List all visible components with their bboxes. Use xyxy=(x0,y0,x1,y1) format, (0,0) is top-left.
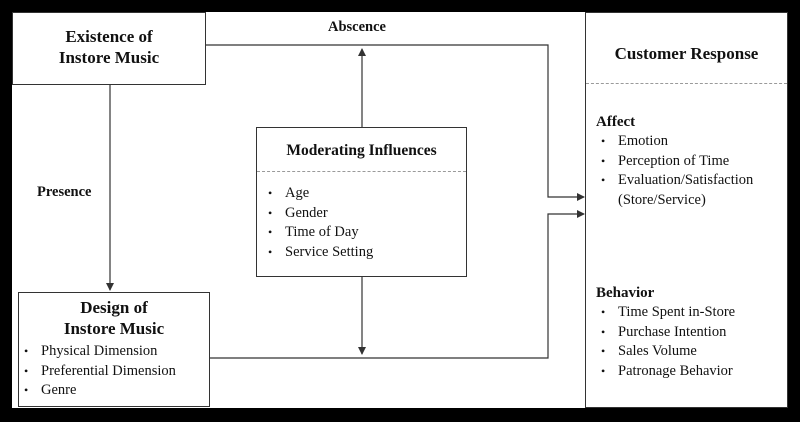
customer-response-title: Customer Response xyxy=(586,13,787,84)
design-title-line2: Instore Music xyxy=(63,319,165,338)
behavior-item: Purchase Intention xyxy=(596,323,735,343)
behavior-section: Behavior Time Spent in-Store Purchase In… xyxy=(596,285,735,381)
design-item: Preferential Dimension xyxy=(19,362,209,382)
behavior-item: Time Spent in-Store xyxy=(596,303,735,323)
moderating-item: Gender xyxy=(263,204,466,224)
moderating-title: Moderating Influences xyxy=(257,128,466,172)
design-title-line1: Design of xyxy=(80,298,148,317)
design-to-response-line xyxy=(210,210,585,359)
affect-item: Evaluation/Satisfaction xyxy=(596,171,787,191)
design-box: Design of Instore Music Physical Dimensi… xyxy=(18,292,210,407)
affect-item: Emotion xyxy=(596,132,787,152)
affect-heading: Affect xyxy=(596,114,636,130)
behavior-heading: Behavior xyxy=(596,285,655,301)
behavior-item: Patronage Behavior xyxy=(596,362,735,382)
existence-title-line1: Existence of xyxy=(65,27,153,46)
moderating-item: Time of Day xyxy=(263,223,466,243)
moderating-item: Service Setting xyxy=(263,243,466,263)
design-list: Physical Dimension Preferential Dimensio… xyxy=(19,342,209,401)
design-item: Genre xyxy=(19,381,209,401)
absence-label: Abscence xyxy=(328,19,386,35)
affect-section: Affect Emotion Perception of Time Evalua… xyxy=(596,114,787,210)
absence-line xyxy=(206,44,585,201)
moderating-box: Moderating Influences Age Gender Time of… xyxy=(256,127,467,277)
affect-item: Perception of Time xyxy=(596,152,787,172)
affect-list: Emotion Perception of Time Evaluation/Sa… xyxy=(596,132,787,210)
existence-box: Existence of Instore Music xyxy=(12,12,206,85)
behavior-item: Sales Volume xyxy=(596,342,735,362)
customer-response-box: Customer Response Affect Emotion Percept… xyxy=(585,12,788,408)
moderating-list: Age Gender Time of Day Service Setting xyxy=(263,184,466,262)
moderating-item: Age xyxy=(263,184,466,204)
affect-item-continued: (Store/Service) xyxy=(618,191,706,208)
presence-label: Presence xyxy=(37,184,92,200)
behavior-list: Time Spent in-Store Purchase Intention S… xyxy=(596,303,735,381)
design-item: Physical Dimension xyxy=(19,342,209,362)
existence-title-line2: Instore Music xyxy=(58,48,160,67)
